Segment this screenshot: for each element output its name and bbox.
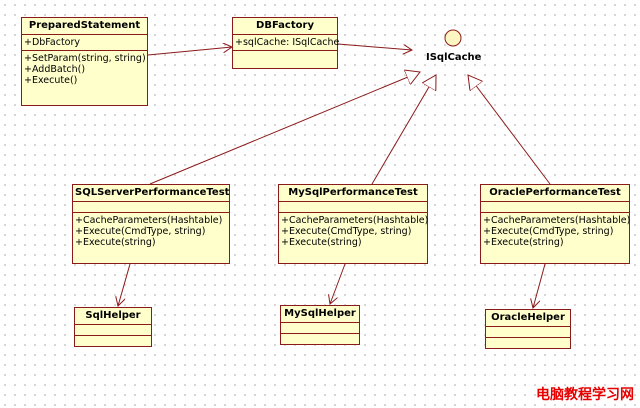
operations	[75, 336, 151, 346]
operations: +CacheParameters(Hashtable) +Execute(Cmd…	[481, 213, 631, 250]
attributes	[486, 327, 570, 338]
dependency-mysql-mysqlhelper	[330, 263, 346, 304]
class-sqlhelper[interactable]: SqlHelper	[74, 307, 152, 347]
class-sqlserver-performance-test[interactable]: SQLServerPerformanceTest +CacheParameter…	[72, 184, 230, 264]
realization-mysql	[371, 75, 436, 185]
interface-circle-icon	[444, 29, 462, 47]
class-name: SqlHelper	[75, 308, 151, 325]
operation: +SetParam(string, string)	[24, 53, 146, 64]
class-name: OracleHelper	[486, 310, 570, 327]
operation: +Execute(string)	[281, 237, 362, 248]
operations	[233, 51, 337, 61]
operation: +CacheParameters(Hashtable)	[483, 215, 631, 226]
class-mysql-performance-test[interactable]: MySqlPerformanceTest +CacheParameters(Ha…	[278, 184, 428, 264]
class-name: MySqlPerformanceTest	[279, 185, 427, 202]
operation: +Execute(CmdType, string)	[281, 226, 412, 237]
attributes: +DbFactory	[22, 35, 147, 51]
realization-oracle	[468, 75, 551, 185]
class-name: DBFactory	[233, 18, 337, 35]
class-oraclehelper[interactable]: OracleHelper	[485, 309, 571, 349]
operation: +Execute(CmdType, string)	[75, 226, 206, 237]
operations	[486, 338, 570, 348]
class-dbfactory[interactable]: DBFactory +sqlCache: ISqlCache	[232, 17, 340, 69]
operation: +CacheParameters(Hashtable)	[281, 215, 429, 226]
dependency-dbfactory-isqlcache	[337, 43, 412, 50]
class-name: OraclePerformanceTest	[481, 185, 629, 202]
interface-label: ISqlCache	[426, 52, 482, 63]
attributes	[281, 323, 359, 334]
attribute: +sqlCache: ISqlCache	[235, 37, 340, 48]
attributes	[75, 325, 151, 336]
operation: +Execute(string)	[75, 237, 156, 248]
class-prepared-statement[interactable]: PreparedStatement +DbFactory +SetParam(s…	[21, 17, 148, 106]
association-prepared-dbfactory	[147, 47, 232, 56]
class-name: MySqlHelper	[281, 306, 359, 323]
operation: +Execute(CmdType, string)	[483, 226, 614, 237]
attribute: +DbFactory	[24, 37, 81, 48]
operation: +Execute()	[24, 75, 78, 86]
operation: +AddBatch()	[24, 64, 86, 75]
site-watermark: 电脑教程学习网	[536, 387, 634, 403]
attributes	[481, 202, 629, 213]
operations: +SetParam(string, string) +AddBatch() +E…	[22, 51, 147, 88]
attributes	[279, 202, 427, 213]
attributes: +sqlCache: ISqlCache	[233, 35, 340, 51]
operation: +CacheParameters(Hashtable)	[75, 215, 223, 226]
class-mysqlhelper[interactable]: MySqlHelper	[280, 305, 360, 345]
attributes	[73, 202, 229, 213]
operation: +Execute(string)	[483, 237, 564, 248]
dependency-oracle-oraclehelper	[533, 263, 546, 308]
class-oracle-performance-test[interactable]: OraclePerformanceTest +CacheParameters(H…	[480, 184, 630, 264]
dependency-sqlserver-sqlhelper	[118, 263, 131, 306]
operations: +CacheParameters(Hashtable) +Execute(Cmd…	[73, 213, 229, 250]
class-name: SQLServerPerformanceTest	[73, 185, 229, 202]
operations	[281, 334, 359, 344]
class-name: PreparedStatement	[22, 18, 147, 35]
realization-sqlserver	[149, 72, 420, 185]
operations: +CacheParameters(Hashtable) +Execute(Cmd…	[279, 213, 429, 250]
